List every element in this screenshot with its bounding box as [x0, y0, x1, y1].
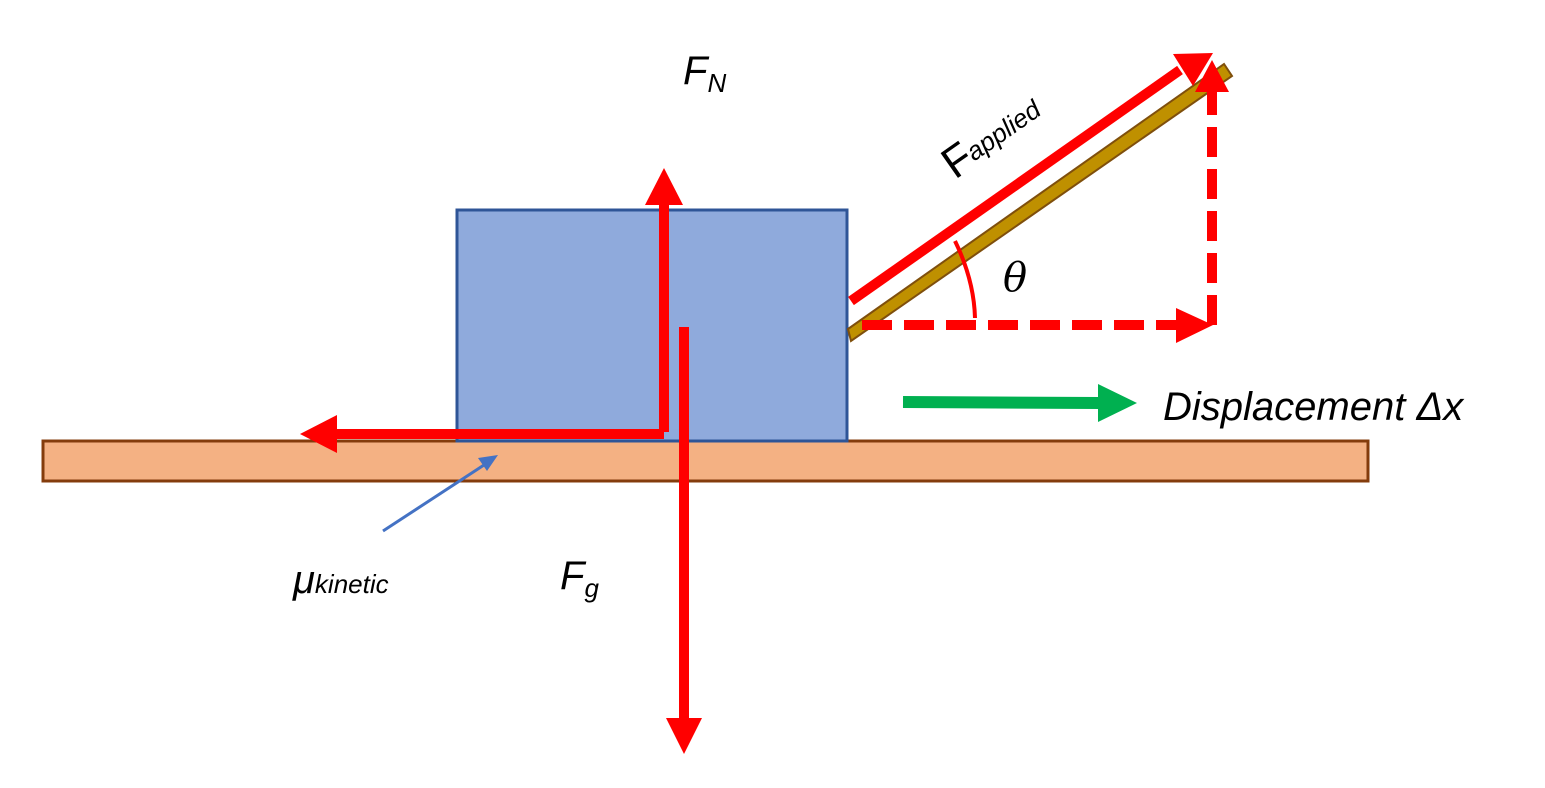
gravity-force-arrow — [666, 327, 702, 754]
angle-label: θ — [1003, 255, 1027, 301]
angle-arc — [953, 240, 977, 319]
friction-coefficient-label: μkinetic — [292, 558, 389, 602]
ground-surface — [41, 439, 1370, 483]
horizontal-component-arrow — [862, 308, 1213, 343]
friction-pointer-arrow — [382, 455, 498, 533]
displacement-arrow — [902, 384, 1137, 422]
vertical-component-arrow — [1195, 60, 1229, 325]
svg-text:applied: applied — [960, 93, 1047, 167]
block — [455, 208, 849, 443]
applied-force-arrow — [848, 53, 1213, 306]
gravity-force-label: Fg — [560, 554, 599, 603]
normal-force-arrow — [645, 168, 683, 432]
normal-force-label: FN — [683, 49, 726, 98]
friction-force-arrow — [300, 415, 664, 453]
rope — [846, 62, 1234, 343]
displacement-label: Displacement Δx — [1163, 385, 1465, 429]
